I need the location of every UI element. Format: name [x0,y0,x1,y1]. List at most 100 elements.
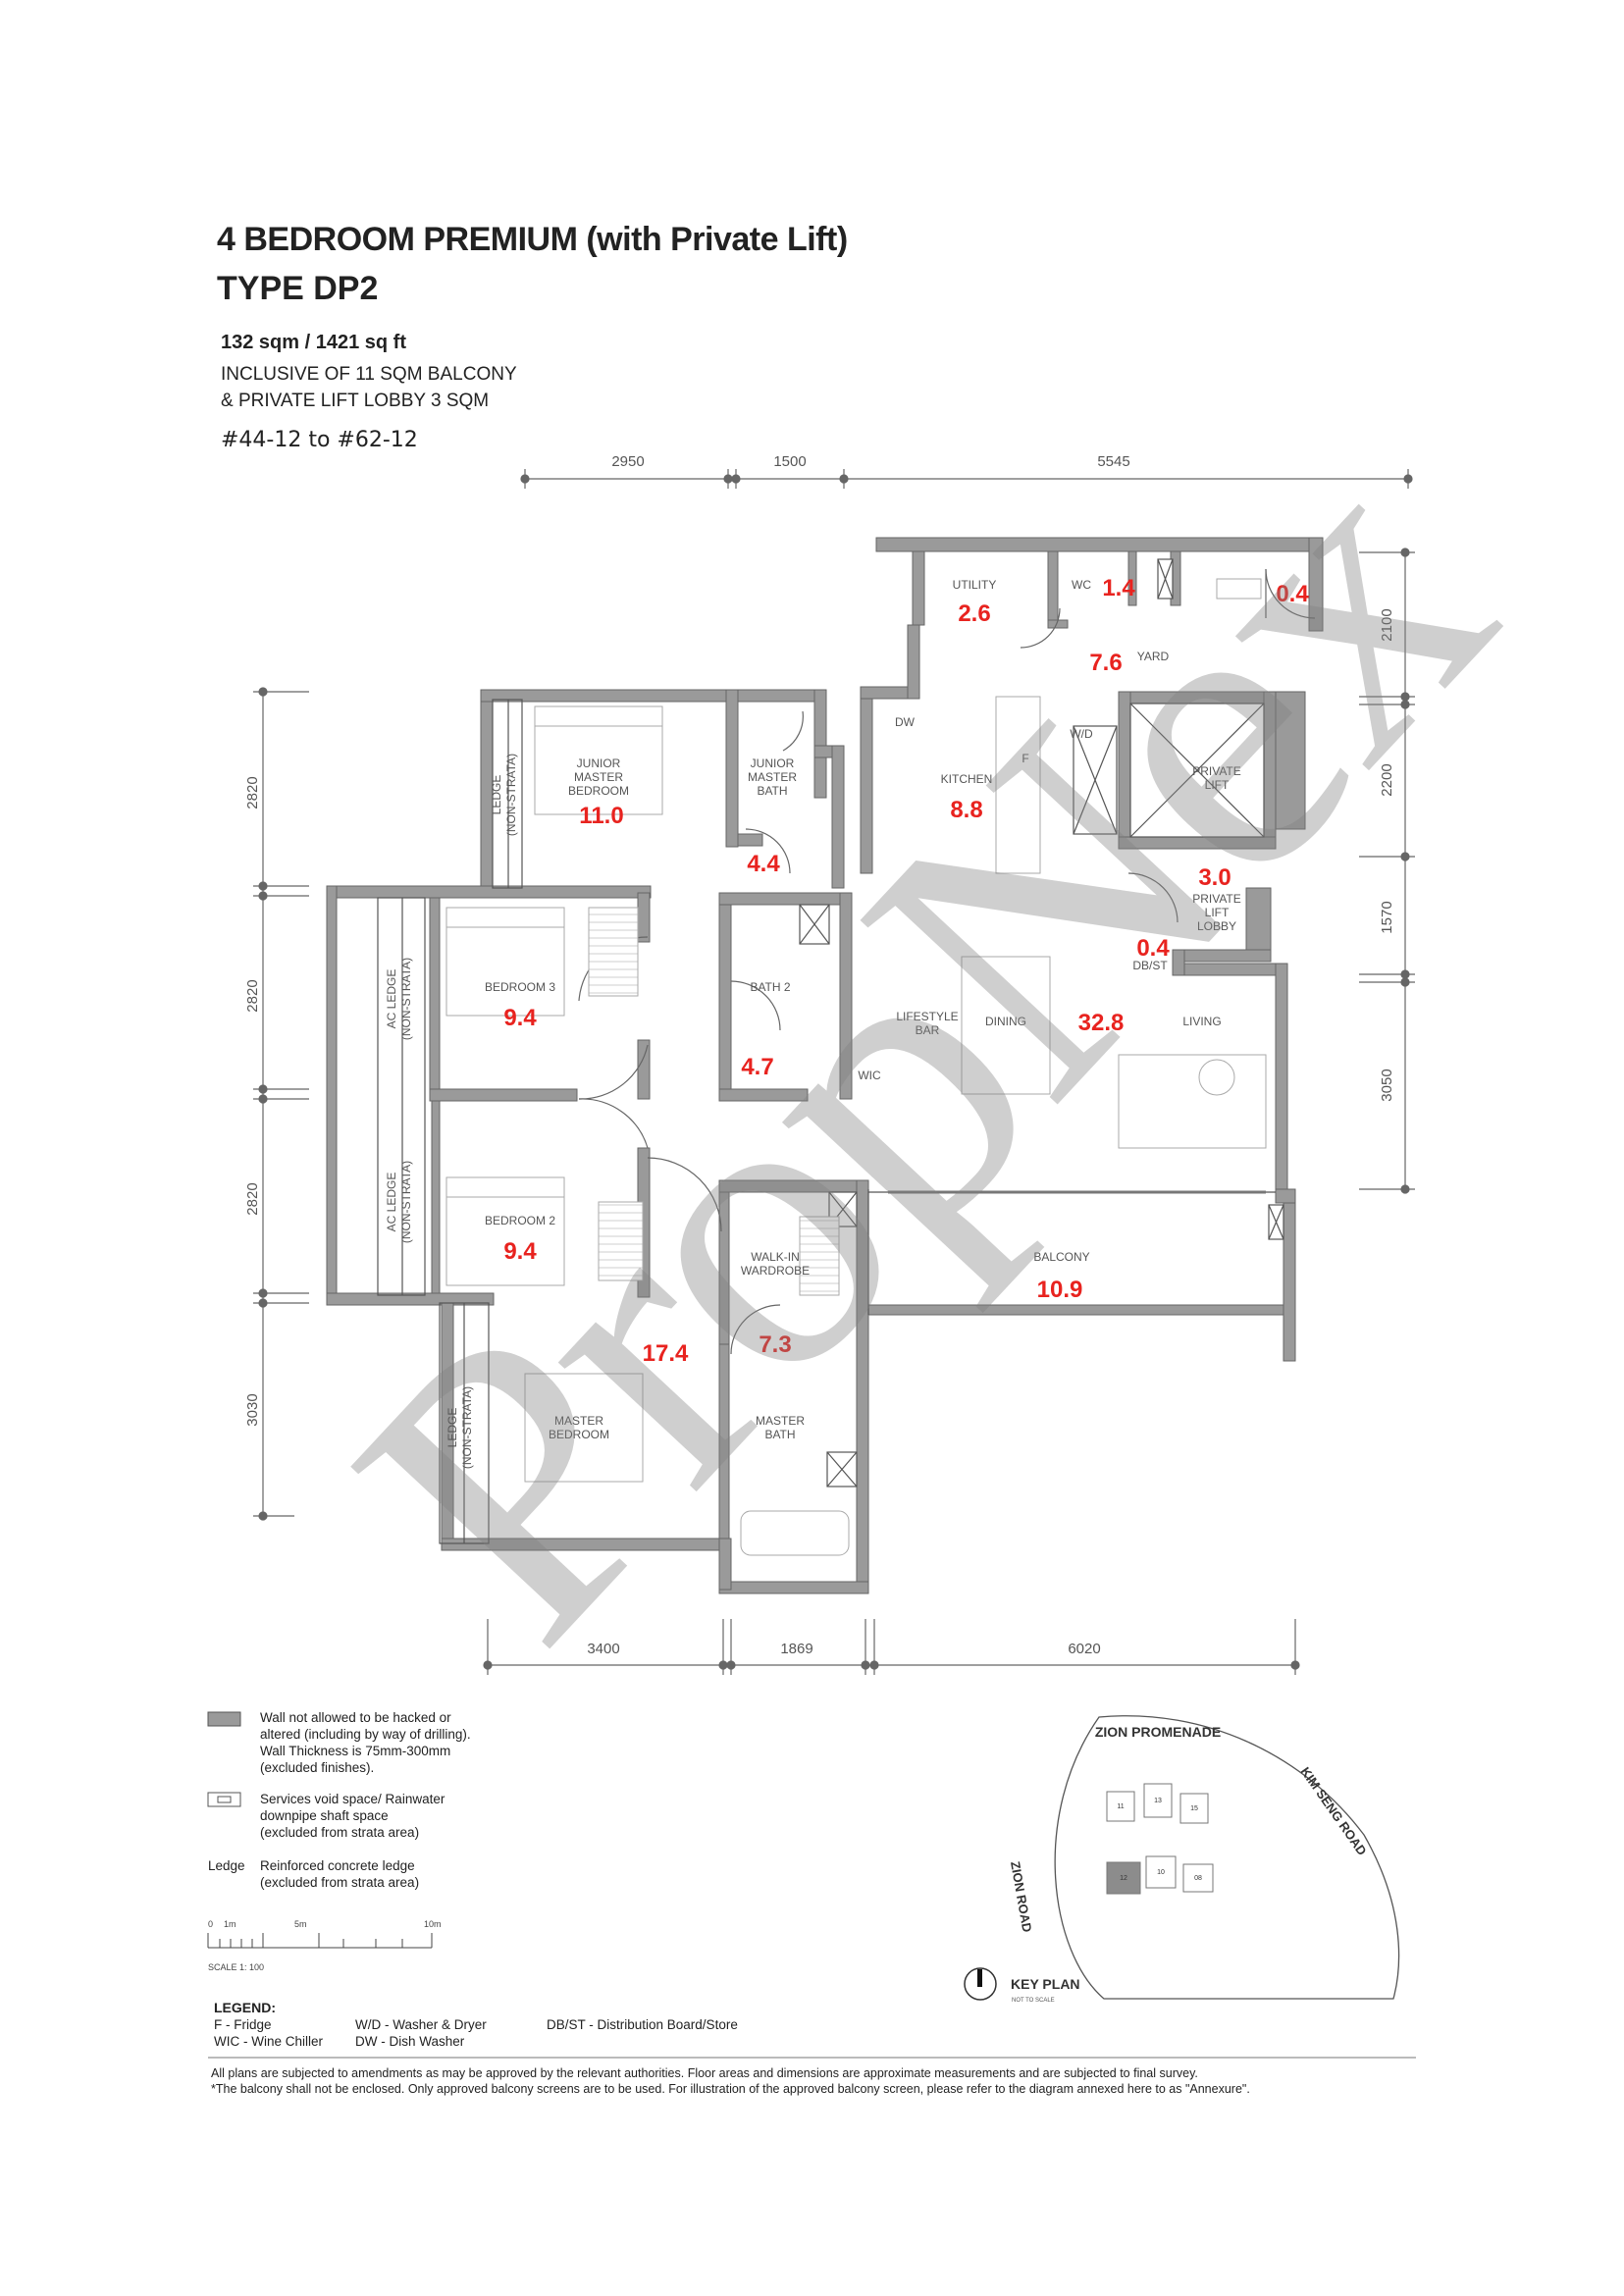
dim-left-4: 3030 [244,1393,261,1426]
living-area: 32.8 [1078,1010,1125,1036]
jm-bedroom-area: 11.0 [579,803,623,829]
kitchen-label: KITCHEN [941,772,993,786]
dining-label: DINING [985,1015,1026,1028]
master-bedroom-area: 17.4 [643,1340,689,1367]
corner-area: 0.4 [1276,581,1309,607]
wall-legend-swatch [207,1711,241,1727]
dim-right-1: 2100 [1379,608,1395,641]
footer-disclaimer-2: *The balcony shall not be enclosed. Only… [211,2082,1250,2096]
lobby-label-1: PRIVATE [1192,892,1241,906]
master-bedroom-label-1: MASTER [554,1414,603,1428]
unit-area: 132 sqm / 1421 sq ft [221,332,406,353]
jm-bedroom-label-1: JUNIOR [577,757,621,770]
ledge-top-label-2: (NON-STRATA) [504,754,518,836]
master-bedroom-label-2: BEDROOM [549,1428,609,1441]
balcony-label: BALCONY [1033,1250,1089,1264]
dim-right-3: 1570 [1379,901,1395,933]
block-15: 15 [1190,1805,1198,1812]
dim-left-1: 2820 [244,776,261,809]
jm-bath-label-3: BATH [757,784,787,798]
dim-top-1: 2950 [611,453,644,470]
dim-right-2: 2200 [1379,763,1395,796]
key-plan-label: KEY PLAN [1011,1976,1080,1992]
ledge-top-label-1: LEDGE [490,775,503,815]
jm-bath-label-2: MASTER [748,770,797,784]
service-shafts [799,558,1284,1487]
bedroom3-label: BEDROOM 3 [485,980,555,994]
dim-bottom-1: 3400 [587,1641,619,1657]
key-plan: 11 13 15 12 10 08 ZION PROMENADE KIM SEN… [964,1715,1400,2004]
scale-ratio: SCALE 1: 100 [208,1962,264,1972]
plan-type: TYPE DP2 [217,270,379,307]
inclusive-note-2: & PRIVATE LIFT LOBBY 3 SQM [221,391,490,411]
footer-disclaimer-1: All plans are subjected to amendments as… [211,2066,1198,2080]
block-13: 13 [1154,1798,1162,1804]
legend-symbols [207,1711,241,1807]
unit-numbers: #44-12 to #62-12 [221,428,418,452]
dw-label: DW [895,715,916,729]
ac-ledge-2-label-2: (NON-STRATA) [399,1161,413,1243]
dim-left-3: 2820 [244,1182,261,1215]
yard-label: YARD [1137,650,1170,663]
ledge-bottom-label-2: (NON-STRATA) [460,1386,474,1469]
block-11: 11 [1117,1803,1124,1810]
zion-road-label: ZION ROAD [1008,1860,1034,1933]
legend-col-3: DB/ST - Distribution Board/Store [547,2017,738,2032]
lobby-label-2: LIFT [1205,906,1230,919]
wiw-area: 7.3 [759,1331,791,1358]
scale-tick-1: 1m [224,1919,236,1929]
scale-tick-0: 0 [208,1919,213,1929]
zion-promenade-label: ZION PROMENADE [1095,1724,1221,1740]
private-lift-label: PRIVATE [1192,764,1241,778]
dim-left-2: 2820 [244,979,261,1012]
jm-bedroom-label-3: BEDROOM [568,784,629,798]
room-labels: UTILITY WC YARD DW KITCHEN F W/D PRIVATE… [385,578,1241,1469]
scale-labels: 0 1m 5m 10m SCALE 1: 100 [208,1919,442,1972]
dim-top-2: 1500 [773,453,806,470]
bedroom2-label: BEDROOM 2 [485,1214,555,1227]
scale-tick-10: 10m [424,1919,442,1929]
dbst-area: 0.4 [1136,935,1170,962]
site-boundary [1054,1715,1400,2000]
jm-bedroom-label-2: MASTER [574,770,623,784]
washer-dryer-label: W/D [1070,727,1093,741]
scale-bar [207,1933,433,1949]
dim-right-4: 3050 [1379,1069,1395,1101]
dim-top-3: 5545 [1097,453,1129,470]
jm-bath-label-1: JUNIOR [751,757,795,770]
lobby-area: 3.0 [1198,864,1231,891]
block-12: 12 [1120,1875,1127,1882]
dimension-lines [253,469,1415,1675]
fridge-label: F [1022,752,1028,765]
ac-ledge-1-label-2: (NON-STRATA) [399,958,413,1040]
yard-area: 7.6 [1089,650,1122,676]
wc-area: 1.4 [1102,575,1135,601]
ledge-bottom-label-1: LEDGE [445,1408,459,1448]
utility-area: 2.6 [958,600,990,627]
inclusive-note-1: INCLUSIVE OF 11 SQM BALCONY [221,364,517,385]
bath2-area: 4.7 [741,1054,773,1080]
dim-bottom-2: 1869 [780,1641,812,1657]
wiw-label-1: WALK-IN [751,1250,800,1264]
block-10: 10 [1157,1869,1165,1876]
plan-title: 4 BEDROOM PREMIUM (with Private Lift) [217,221,848,258]
dimension-labels: 2950 1500 5545 3400 1869 6020 2820 2820 … [244,453,1395,1657]
jm-bath-area: 4.4 [747,851,780,877]
ledge-legend-key: Ledge [208,1858,245,1873]
furniture [445,578,1267,1556]
bedroom3-area: 9.4 [503,1005,537,1031]
kitchen-area: 8.8 [950,797,982,823]
lifestyle-bar-label-2: BAR [916,1023,940,1037]
scale-tick-5: 5m [294,1919,307,1929]
services-legend-swatch [207,1792,241,1807]
wiw-label-2: WARDROBE [741,1264,810,1278]
balcony-area: 10.9 [1037,1277,1083,1303]
master-bath-label-2: BATH [764,1428,795,1441]
lifestyle-bar-label-1: LIFESTYLE [896,1010,958,1023]
bedroom2-area: 9.4 [503,1238,537,1265]
